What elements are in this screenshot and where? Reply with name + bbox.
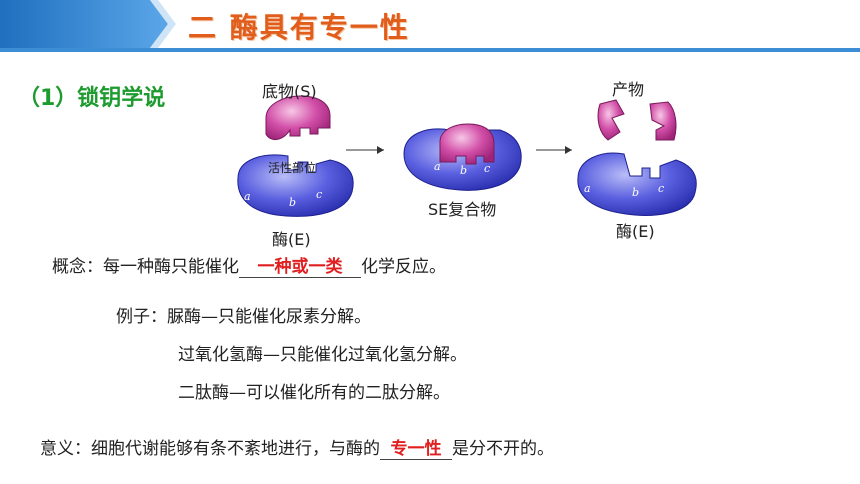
title-tab-decoration — [0, 0, 168, 48]
lock-and-key-diagram: 活性部位 a b c a b c a b c — [237, 95, 697, 217]
enzyme-shape-3 — [577, 152, 697, 216]
product-shape-left — [597, 99, 625, 141]
example-line-1: 例子：脲酶—只能催化尿素分解。 — [116, 307, 371, 327]
page-title: 二 酶具有专一性 — [188, 11, 410, 44]
concept-suffix: 化学反应。 — [361, 257, 446, 277]
header-bar: 二 酶具有专一性 — [0, 0, 860, 52]
meaning-answer: 专一性 — [380, 434, 452, 460]
complex-label: SE复合物 — [428, 200, 497, 219]
example-line-3: 二肽酶—可以催化所有的二肽分解。 — [178, 383, 450, 403]
product-site-a: a — [584, 182, 591, 195]
enzyme-label-2: 酶(E) — [616, 222, 655, 241]
section-label: （1）锁钥学说 — [18, 86, 166, 111]
complex-site-b: b — [460, 164, 467, 177]
complex-site-c: c — [484, 162, 490, 175]
enzyme-label: 酶(E) — [272, 230, 311, 249]
product-site-b: b — [632, 186, 639, 199]
meaning-line: 意义：细胞代谢能够有条不紊地进行，与酶的专一性是分不开的。 — [40, 434, 554, 460]
substrate-shape — [265, 95, 331, 140]
site-c-label: c — [316, 188, 322, 201]
substrate-bound-shape — [439, 123, 495, 165]
meaning-suffix: 是分不开的。 — [452, 439, 554, 459]
substrate-label: 底物(S) — [262, 82, 317, 101]
concept-prefix: 概念：每一种酶只能催化 — [52, 257, 239, 277]
product-label: 产物 — [612, 80, 645, 99]
active-site-label: 活性部位 — [268, 160, 316, 175]
header-underline — [0, 48, 860, 52]
concept-answer: 一种或一类 — [239, 252, 361, 278]
example-line-2: 过氧化氢酶—只能催化过氧化氢分解。 — [178, 345, 467, 365]
complex-site-a: a — [434, 160, 441, 173]
concept-line: 概念：每一种酶只能催化一种或一类化学反应。 — [52, 252, 446, 278]
enzyme-shape-1 — [237, 154, 354, 217]
product-shape-right — [649, 101, 677, 141]
site-a-label: a — [244, 190, 251, 203]
meaning-prefix: 意义：细胞代谢能够有条不紊地进行，与酶的 — [40, 439, 380, 459]
product-site-c: c — [658, 182, 664, 195]
site-b-label: b — [289, 196, 296, 209]
